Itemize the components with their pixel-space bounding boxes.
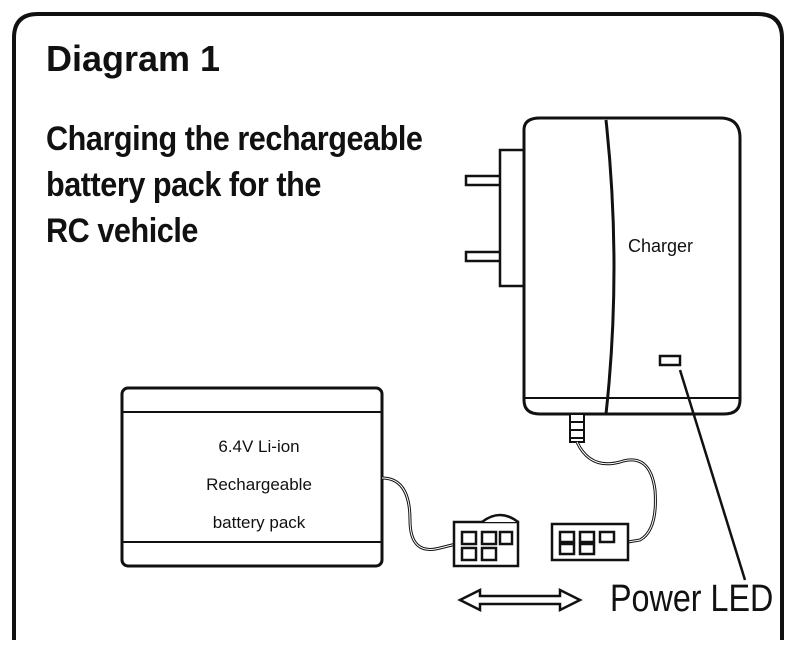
battery-label-line: 6.4V Li-ion xyxy=(218,437,300,456)
power-led-leader-line xyxy=(678,369,747,581)
charger-connector xyxy=(550,522,630,562)
battery-label-line: Rechargeable xyxy=(206,475,312,494)
battery-connector xyxy=(452,513,520,568)
power-led-label: Power LED xyxy=(610,578,774,620)
subtitle-line: Charging the rechargeable xyxy=(46,120,423,158)
charger-label: Charger xyxy=(628,236,694,256)
charger-body xyxy=(522,116,742,416)
power-led-indicator xyxy=(658,354,682,367)
subtitle-line: RC vehicle xyxy=(46,212,198,250)
battery-label-line: battery pack xyxy=(212,513,306,532)
diagram-heading: Diagram 1 xyxy=(46,38,221,79)
connect-double-arrow xyxy=(457,587,583,613)
subtitle-line: battery pack for the xyxy=(46,166,321,204)
charger-strain-relief xyxy=(569,413,585,443)
battery-cable xyxy=(381,476,457,551)
charger-plug-prongs xyxy=(464,148,526,288)
diagram-subtitle: Charging the rechargeable battery pack f… xyxy=(46,116,423,254)
battery-pack-label: 6.4V Li-ion Rechargeable battery pack xyxy=(150,428,368,542)
diagram-frame xyxy=(12,12,784,640)
